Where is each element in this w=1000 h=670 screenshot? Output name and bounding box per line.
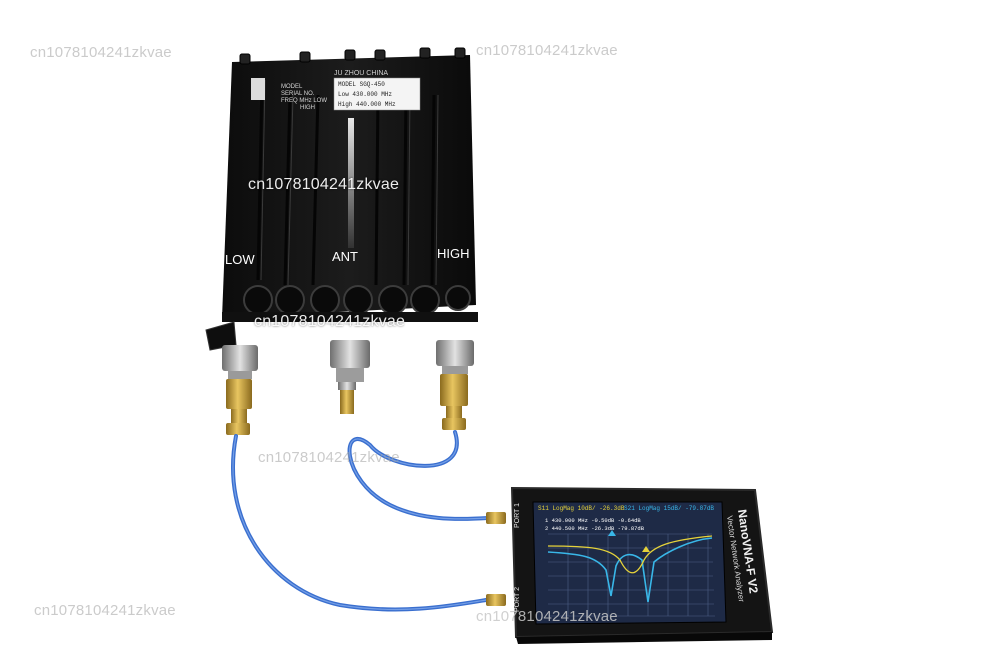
s11-trace xyxy=(547,535,713,574)
port1-label: PORT 1 xyxy=(514,503,521,528)
serial-label-freq: FREQ MHz LOW xyxy=(281,98,327,104)
sma-port1 xyxy=(486,512,506,524)
model-label xyxy=(333,77,421,111)
marker-2 xyxy=(642,546,650,552)
connector-ant xyxy=(330,340,370,414)
watermark-6: cn1078104241zkvae xyxy=(34,602,176,619)
screen-grid xyxy=(548,533,715,617)
marker2-readout: 2 440.500 MHz -26.3dB -79.87dB xyxy=(545,525,645,532)
duplexer: MODEL SGQ-450 Low 430.000 MHz High 440.0… xyxy=(205,47,478,351)
high-freq-text: High 440.000 MHz xyxy=(338,101,396,108)
model-text: MODEL SGQ-450 xyxy=(338,81,385,88)
marker1-readout: 1 430.000 MHz -0.50dB -0.64dB xyxy=(545,517,641,524)
nanovna-device: S11 LogMag 10dB/ -26.3dB S21 LogMag 15dB… xyxy=(510,486,774,644)
connector-high xyxy=(436,340,474,430)
analyzer-screen xyxy=(532,501,727,625)
serial-label-model: MODEL xyxy=(281,84,303,90)
serial-label-serial: SERIAL NO. xyxy=(281,91,315,97)
watermark-4: cn1078104241zkvae xyxy=(254,313,406,330)
maker-text: JU ZHOU CHINA xyxy=(334,70,388,77)
serial-label-high: HIGH xyxy=(300,105,315,111)
connector-low xyxy=(222,345,258,435)
marker-1 xyxy=(608,530,616,536)
watermark-1: cn1078104241zkvae xyxy=(30,44,172,61)
watermark-7: cn1078104241zkvae xyxy=(476,608,618,625)
port-ant-label: ANT xyxy=(332,249,358,264)
qc-sticker xyxy=(251,78,265,100)
port-low-label: LOW xyxy=(225,252,255,267)
sma-port2 xyxy=(486,594,506,606)
port-high-label: HIGH xyxy=(437,246,470,261)
s21-header: S21 LogMag 15dB/ -79.87dB xyxy=(624,505,714,512)
port2-label: PORT 2 xyxy=(514,587,521,612)
s11-header: S11 LogMag 10dB/ -26.3dB xyxy=(538,505,625,512)
low-freq-text: Low 430.000 MHz xyxy=(338,91,392,98)
watermark-3: cn1078104241zkvae xyxy=(248,176,400,193)
watermark-2: cn1078104241zkvae xyxy=(476,42,618,59)
watermark-5: cn1078104241zkvae xyxy=(258,449,400,466)
body-reflection xyxy=(348,118,354,248)
s21-trace xyxy=(547,537,713,603)
